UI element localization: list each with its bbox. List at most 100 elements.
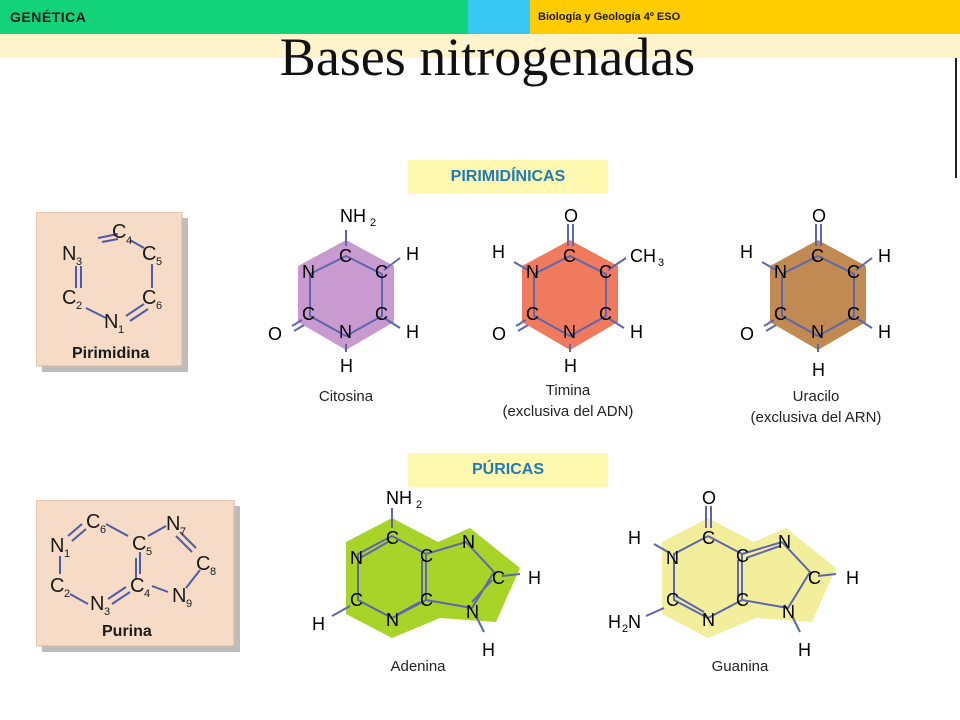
page-title: Bases nitrogenadas xyxy=(279,27,696,87)
timina-atom-c3: C xyxy=(599,304,612,324)
timina-sub-bottom: H xyxy=(564,356,577,376)
uracilo-atom-n2: N xyxy=(774,262,787,282)
citosina-ring-bonds xyxy=(309,254,383,338)
purine-num-8: 8 xyxy=(210,566,216,578)
adenina-atom-n3: N xyxy=(462,532,475,552)
purine-atom-c2: C xyxy=(50,575,64,597)
citosina-sub-right-down: H xyxy=(406,322,419,342)
purine-num-5: 5 xyxy=(146,546,152,558)
uracilo-sub-right-up: H xyxy=(878,246,891,266)
adenina-atom-c5: C xyxy=(492,568,505,588)
pyrimidine-atom-c2: C xyxy=(62,287,76,309)
purine-atom-n9: N xyxy=(172,585,186,607)
uracilo-note: (exclusiva del ARN) xyxy=(750,409,882,426)
timina-sub-top: O xyxy=(564,206,578,226)
purine-caption: Purina xyxy=(102,623,152,640)
adenina-atom-n4: N xyxy=(466,602,479,622)
adenina-ring-fill xyxy=(346,518,520,638)
purine-atom-c5: C xyxy=(132,533,146,555)
pyrimidine-num-2: 2 xyxy=(76,300,82,312)
guanina-sub-left-up: H xyxy=(628,528,641,548)
guanina-atom-c5: C xyxy=(808,568,821,588)
guanina-sub-left-down-n: N xyxy=(628,612,641,632)
pyrimidine-atom-c4: C xyxy=(112,221,126,243)
guanina-ring-fill xyxy=(662,518,836,638)
uracilo-name: Uracilo xyxy=(792,388,840,405)
timina-sub-right-up-subscript: 3 xyxy=(658,257,664,269)
pyrimidine-atom-n3: N xyxy=(62,243,76,265)
timina-atom-n2: N xyxy=(526,262,539,282)
header-cyan-segment xyxy=(468,0,530,34)
citosina-atom-c4: C xyxy=(302,304,315,324)
guanina-atom-c1: C xyxy=(702,528,715,548)
uracilo-atom-n1: N xyxy=(811,322,824,342)
adenina-atom-n1: N xyxy=(386,610,399,630)
uracilo-sub-top: O xyxy=(812,206,826,226)
guanina-sub-left-down-subscript: 2 xyxy=(622,623,628,635)
header-light-strip xyxy=(0,34,960,58)
purine-reference-card: C 6 N 7 N 1 C 5 C 8 C 2 C 4 N 3 N 9 Puri… xyxy=(36,500,240,652)
purine-num-3: 3 xyxy=(104,606,110,618)
uracilo-atom-c1: C xyxy=(811,246,824,266)
purine-atom-n1: N xyxy=(50,535,64,557)
uracilo-sub-left-up: H xyxy=(740,242,753,262)
adenina-sub-top-subscript: 2 xyxy=(416,499,422,511)
citosina-sub-top-subscript: 2 xyxy=(370,217,376,229)
timina-ring-bonds xyxy=(533,254,607,338)
guanina-sub-bottom-right: H xyxy=(798,640,811,660)
adenina-name: Adenina xyxy=(390,658,446,675)
citosina-atom-c3: C xyxy=(375,304,388,324)
pyrimidine-atom-c6: C xyxy=(142,287,156,309)
uracilo-ring-bonds xyxy=(781,254,855,338)
citosina-molecule: C C C N C N NH 2 H H O H xyxy=(268,206,419,376)
pyrimidine-reference-card: C 4 N 3 C 5 C 2 C 6 N 1 Pirimidina xyxy=(36,212,188,372)
uracilo-sub-left: O xyxy=(740,324,754,344)
adenina-atom-c3: C xyxy=(420,590,433,610)
citosina-sub-top: NH xyxy=(340,206,366,226)
guanina-sub-top: O xyxy=(702,488,716,508)
guanina-sub-right: H xyxy=(846,568,859,588)
section-label-pyrimidines: PIRIMIDÍNICAS xyxy=(408,160,608,194)
timina-name: Timina xyxy=(545,382,591,399)
citosina-atom-c1: C xyxy=(339,246,352,266)
guanina-atom-n1: N xyxy=(702,610,715,630)
purine-num-2: 2 xyxy=(64,588,70,600)
timina-atom-n1: N xyxy=(563,322,576,342)
uracilo-atom-c2: C xyxy=(847,262,860,282)
citosina-name: Citosina xyxy=(318,388,374,405)
adenina-sub-bottom-left: H xyxy=(312,614,325,634)
purine-num-6: 6 xyxy=(100,524,106,536)
timina-atom-c2: C xyxy=(599,262,612,282)
pyrimidine-num-1: 1 xyxy=(118,324,124,336)
pyrimidine-num-6: 6 xyxy=(156,300,162,312)
purine-atom-c8: C xyxy=(196,553,210,575)
adenina-atom-c2: C xyxy=(420,546,433,566)
citosina-sub-left: O xyxy=(268,324,282,344)
purine-atom-n7: N xyxy=(166,513,180,535)
guanina-molecule: C C C N C N N C N O H H 2 N H H xyxy=(608,488,859,660)
purine-num-9: 9 xyxy=(186,598,192,610)
citosina-atom-c2: C xyxy=(375,262,388,282)
guanina-atom-n4: N xyxy=(782,602,795,622)
timina-sub-right-down: H xyxy=(630,322,643,342)
uracilo-caption: Uracilo (exclusiva del ARN) xyxy=(716,386,916,428)
guanina-name: Guanina xyxy=(711,658,769,675)
purine-atom-n3: N xyxy=(90,593,104,615)
pyrimidine-num-4: 4 xyxy=(126,235,132,247)
header-yellow-segment xyxy=(530,0,960,34)
adenina-molecule: C C C N C N N C N NH 2 H H H xyxy=(312,488,541,660)
guanina-atom-n2: N xyxy=(666,548,679,568)
uracilo-atom-c3: C xyxy=(847,304,860,324)
purine-atom-c6: C xyxy=(86,511,100,533)
guanina-atom-n3: N xyxy=(778,532,791,552)
section-label-purines: PÚRICAS xyxy=(408,453,608,487)
right-edge-line xyxy=(955,58,957,178)
course-label: Biología y Geología 4º ESO xyxy=(538,11,681,23)
pyrimidine-caption: Pirimidina xyxy=(72,345,149,362)
guanina-atom-c2: C xyxy=(736,546,749,566)
guanina-atom-c4: C xyxy=(666,590,679,610)
citosina-atom-n1: N xyxy=(339,322,352,342)
pyrimidine-num-3: 3 xyxy=(76,256,82,268)
purine-atom-c4: C xyxy=(130,575,144,597)
timina-sub-left: O xyxy=(492,324,506,344)
